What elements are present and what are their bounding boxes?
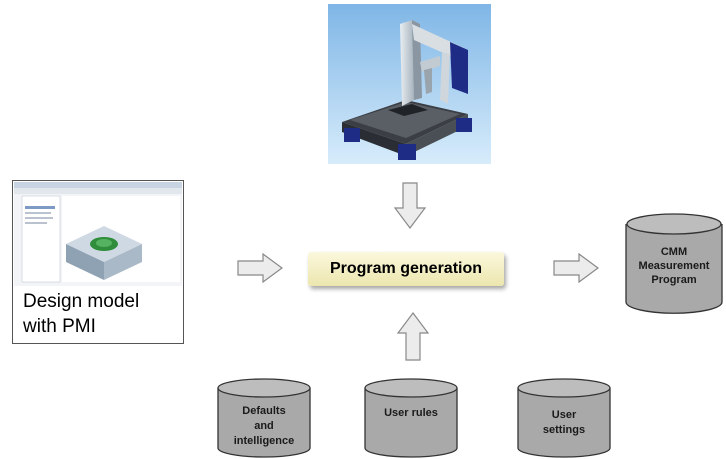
user-rules-label-line1: User rules (384, 407, 438, 419)
user-settings-label: User settings (516, 408, 612, 438)
design-model-label: Design model with PMI (23, 289, 179, 339)
design-model-card: Design model with PMI (12, 180, 184, 344)
defaults-label-line1: Defaults (242, 405, 286, 417)
right-arrow-icon-output (553, 252, 600, 288)
user-rules-label: User rules (363, 406, 459, 421)
user-rules-database-icon: User rules (363, 376, 459, 458)
right-arrow-icon (237, 252, 284, 288)
cad-screenshot-image (14, 182, 182, 286)
cmm-program-database-icon: CMM Measurement Program (624, 212, 724, 316)
program-generation-box: Program generation (308, 252, 504, 286)
defaults-label-line2: and (254, 420, 274, 432)
user-settings-label-line2: settings (542, 424, 586, 436)
defaults-label: Defaults and intelligence (216, 404, 312, 449)
cmm-program-label: CMM Measurement Program (624, 245, 724, 287)
user-settings-label-line1: User (551, 409, 577, 421)
cmm-program-label-line1: CMM (660, 246, 688, 258)
down-arrow-icon (393, 182, 427, 235)
design-model-label-line1: Design model (23, 291, 140, 312)
design-model-label-line2: with PMI (23, 316, 96, 337)
up-arrow-icon (396, 312, 430, 367)
program-generation-label: Program generation (329, 260, 483, 277)
cmm-machine-image (328, 4, 491, 164)
cmm-program-label-line3: Program (651, 274, 697, 286)
user-settings-database-icon: User settings (516, 376, 612, 458)
defaults-label-line3: intelligence (233, 435, 295, 447)
cmm-program-label-line2: Measurement (638, 260, 710, 272)
defaults-database-icon: Defaults and intelligence (216, 376, 312, 458)
